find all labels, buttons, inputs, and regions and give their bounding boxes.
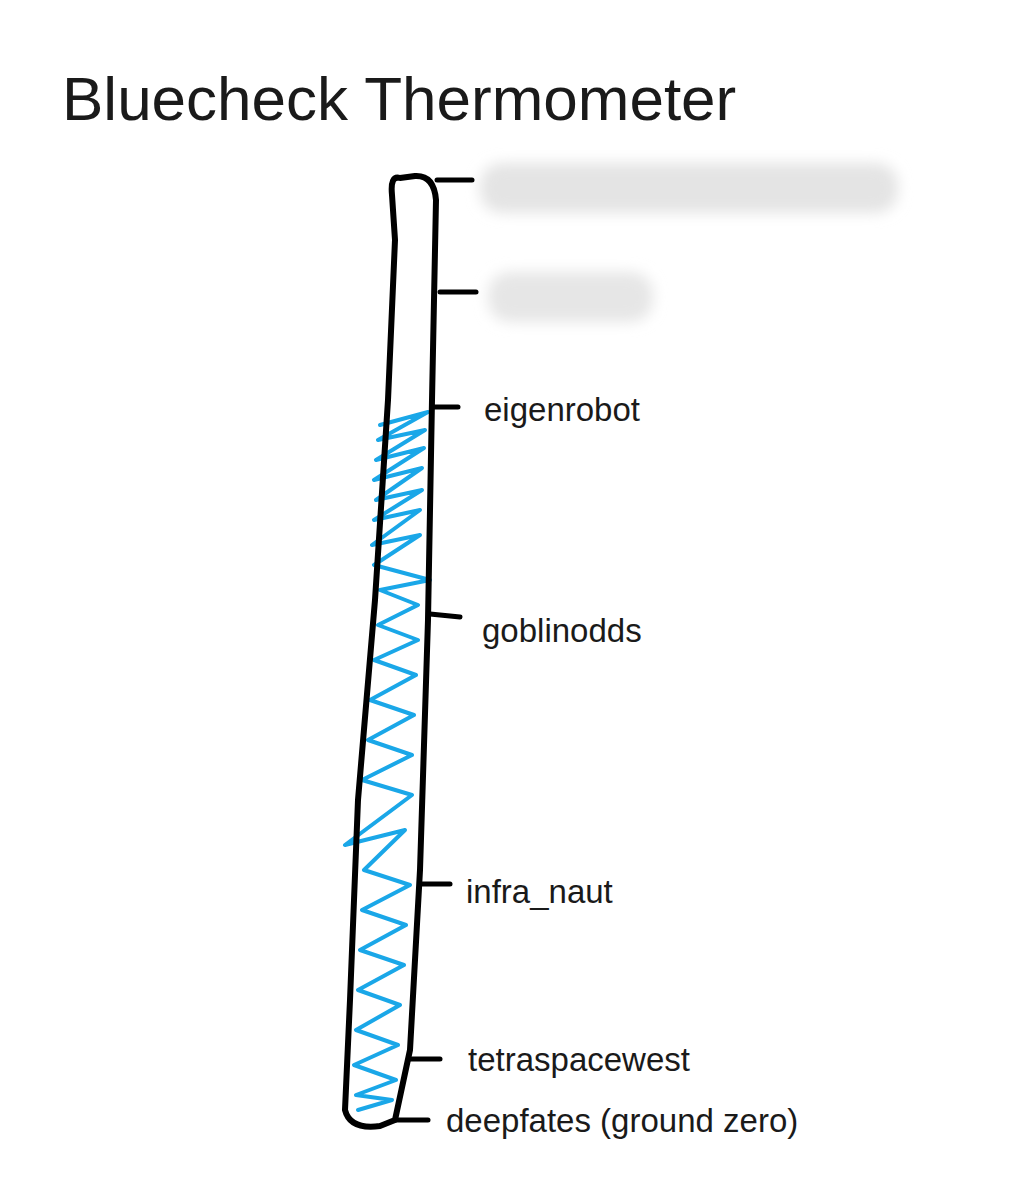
scale-label: eigenrobot [484,390,640,430]
blurred-label [480,163,898,213]
title: Bluecheck Thermometer [62,62,736,136]
scale-label: goblinodds [482,611,642,651]
scale-label: tetraspacewest [468,1040,690,1080]
blue-scribble [345,412,430,1110]
blurred-label [488,272,653,322]
scale-label: infra_naut [466,872,613,912]
thermometer-outline [345,176,436,1127]
scale-label: deepfates (ground zero) [446,1101,798,1141]
tick-marks [394,180,476,1120]
